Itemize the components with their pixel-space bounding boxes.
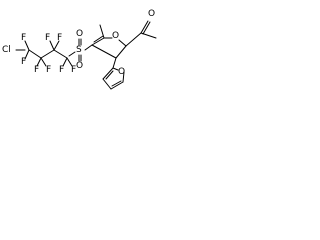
bond-c1-c2: [28, 49, 42, 59]
bond-c14-c13: [110, 81, 124, 90]
atom-f7: F: [59, 65, 64, 75]
bond-oring-c7: [118, 39, 127, 47]
bond-c6-methyl: [99, 24, 105, 39]
bond-c9-ok-double: [142, 21, 151, 35]
bond-c1-f2: [24, 49, 30, 60]
atom-o-s2: O: [76, 61, 83, 71]
atom-f3: F: [34, 65, 39, 75]
bond-c2-f3: [36, 57, 42, 67]
bond-c9-ok: [140, 20, 149, 34]
bond-c1-f1: [24, 40, 30, 51]
atom-f8: F: [71, 65, 76, 75]
bond-c2-c3: [40, 49, 55, 59]
bond-c2-f4: [40, 57, 47, 67]
atom-o-furan: O: [118, 67, 125, 77]
atom-s: S: [76, 45, 82, 55]
atom-labels: Cl F F F F F F F F S O O O O O: [2, 9, 155, 77]
atom-f4: F: [46, 65, 51, 75]
bond-c7-c8: [115, 45, 127, 59]
bond-c8-c5: [91, 44, 117, 59]
bond-c3-f6: [53, 40, 60, 51]
atom-o-ketone: O: [148, 9, 155, 19]
bond-c7-c9: [125, 32, 142, 47]
bond-c3-f5: [49, 40, 55, 51]
bond-c9-c10: [140, 32, 157, 39]
molecule-structure: Cl F F F F F F F F S O O O O O: [2, 9, 157, 90]
atom-o-s1: O: [76, 29, 83, 39]
bond-c3-c4: [53, 49, 68, 59]
bond-c11-c12-double: [105, 70, 114, 80]
bond-c4-f8: [66, 57, 73, 67]
atom-f6: F: [57, 33, 62, 43]
atom-f2: F: [21, 57, 26, 67]
bond-c4-s: [68, 51, 76, 57]
bonds: [15, 20, 157, 90]
bond-c13-c12: [102, 78, 112, 90]
bond-ofuran-c14: [122, 71, 125, 83]
atom-o-ring: O: [112, 31, 119, 41]
bond-c13-c14-double: [111, 80, 122, 87]
atom-f5: F: [45, 33, 50, 43]
atom-f1: F: [21, 33, 26, 43]
bond-c11-ofuran: [112, 67, 119, 71]
bond-c5-c6-double: [93, 35, 104, 43]
bond-c12-c11: [102, 67, 114, 80]
atom-cl: Cl: [2, 45, 11, 55]
bond-s-c5: [84, 44, 93, 51]
bond-c4-f7: [62, 57, 68, 67]
bond-c5-c6: [91, 37, 105, 46]
bond-c8-c11: [112, 57, 117, 69]
